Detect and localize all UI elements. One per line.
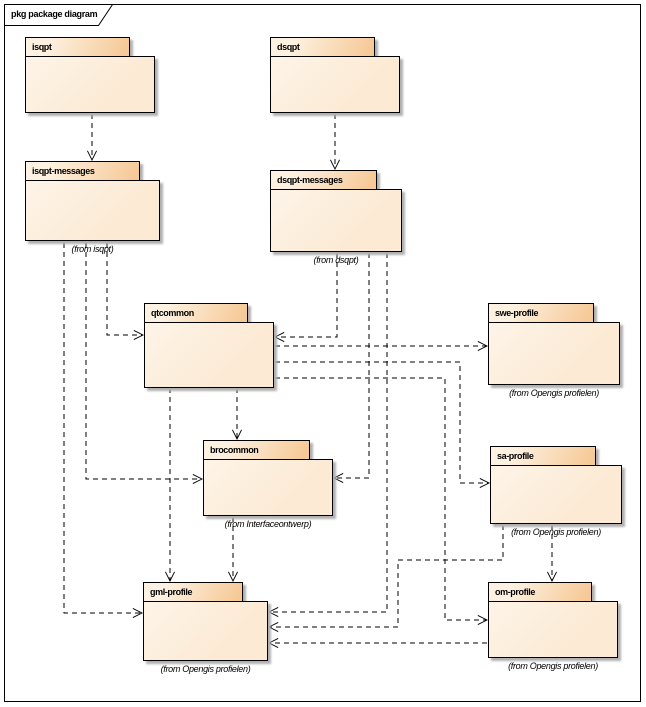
package-isqpt-messages[interactable]: isqpt-messages (from isqpt)	[25, 161, 160, 254]
package-from-label: (from Opengis profielen)	[511, 527, 601, 537]
package-from-label: (from isqpt)	[71, 244, 114, 254]
dependency-dsqpt-messages-to-qtcommon[interactable]	[275, 253, 338, 337]
package-name: sa-profile	[497, 451, 534, 461]
package-sa-profile-body	[490, 465, 622, 524]
package-name: om-profile	[495, 587, 535, 597]
package-qtcommon-tab: qtcommon	[144, 303, 248, 323]
package-from-label: (from Opengis profielen)	[508, 661, 598, 671]
dependency-dsqpt-messages-to-gml-profile[interactable]	[269, 253, 388, 612]
package-sa-profile[interactable]: sa-profile (from Opengis profielen)	[490, 446, 622, 537]
package-dsqpt-messages-body	[270, 189, 402, 252]
package-brocommon-tab: brocommon	[203, 440, 310, 460]
package-name: brocommon	[210, 445, 259, 455]
package-sa-profile-tab: sa-profile	[490, 446, 596, 466]
package-gml-profile-tab: gml-profile	[143, 582, 243, 602]
package-dsqpt[interactable]: dsqpt	[270, 37, 400, 113]
package-brocommon-body	[203, 459, 333, 516]
package-qtcommon[interactable]: qtcommon	[144, 303, 274, 388]
diagram-frame-title-tab	[4, 4, 114, 26]
package-isqpt-messages-body	[25, 180, 160, 241]
diagram-frame-border	[4, 4, 641, 702]
package-gml-profile-body	[143, 601, 268, 661]
package-from-label: (from Opengis profielen)	[160, 664, 251, 674]
package-swe-profile-tab: swe-profile	[488, 303, 594, 323]
package-from-label: (from Interfaceontwerp)	[224, 519, 312, 529]
package-name: qtcommon	[151, 308, 194, 318]
dependency-qtcommon-to-om-profile[interactable]	[275, 377, 487, 620]
package-isqpt-body	[25, 56, 155, 113]
dependency-qtcommon-to-sa-profile[interactable]	[275, 361, 489, 483]
package-name: gml-profile	[150, 587, 193, 597]
package-name: isqpt	[32, 42, 52, 52]
package-name: isqpt-messages	[32, 166, 95, 176]
package-isqpt[interactable]: isqpt	[25, 37, 155, 113]
package-dsqpt-messages[interactable]: dsqpt-messages (from dsqpt)	[270, 170, 402, 265]
package-om-profile[interactable]: om-profile (from Opengis profielen)	[488, 582, 618, 671]
package-isqpt-tab: isqpt	[25, 37, 130, 57]
package-swe-profile[interactable]: swe-profile (from Opengis profielen)	[488, 303, 620, 398]
package-name: swe-profile	[495, 308, 539, 318]
package-dsqpt-body	[270, 56, 400, 113]
dependency-sa-profile-to-gml-profile[interactable]	[269, 525, 504, 627]
diagram-title: pkg package diagram	[11, 9, 98, 19]
package-name: dsqpt	[277, 42, 300, 52]
dependency-dsqpt-messages-to-brocommon[interactable]	[334, 253, 370, 478]
package-name: dsqpt-messages	[277, 175, 343, 185]
dependency-isqpt-messages-to-brocommon[interactable]	[85, 243, 202, 479]
package-swe-profile-body	[488, 322, 620, 385]
package-brocommon[interactable]: brocommon (from Interfaceontwerp)	[203, 440, 333, 529]
package-om-profile-tab: om-profile	[488, 582, 592, 602]
package-from-label: (from dsqpt)	[313, 255, 359, 265]
dependency-isqpt-messages-to-qtcommon[interactable]	[106, 243, 143, 335]
package-dsqpt-tab: dsqpt	[270, 37, 375, 57]
package-gml-profile[interactable]: gml-profile (from Opengis profielen)	[143, 582, 268, 674]
dependency-isqpt-messages-to-gml-profile[interactable]	[63, 243, 142, 613]
package-qtcommon-body	[144, 322, 274, 388]
package-from-label: (from Opengis profielen)	[509, 388, 599, 398]
package-om-profile-body	[488, 601, 618, 658]
package-isqpt-messages-tab: isqpt-messages	[25, 161, 140, 181]
package-dsqpt-messages-tab: dsqpt-messages	[270, 170, 377, 190]
